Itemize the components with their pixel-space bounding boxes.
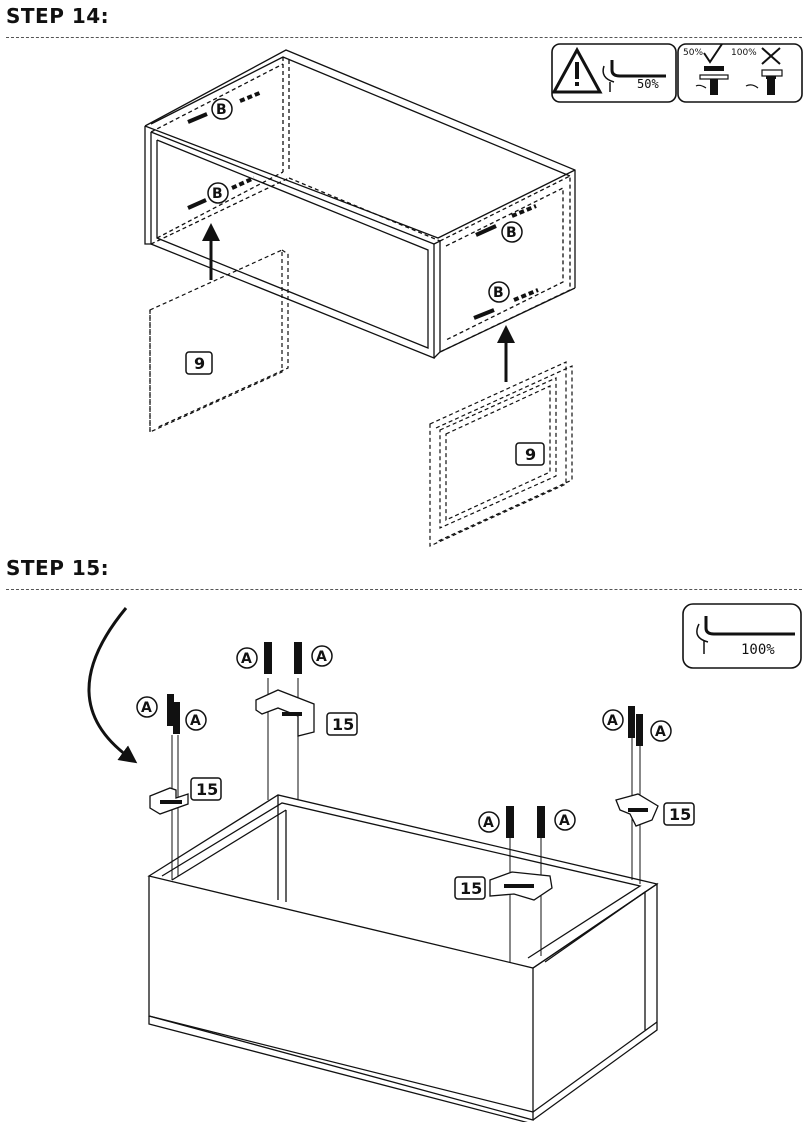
tighten-ok-label: 50% <box>683 48 703 58</box>
svg-text:9: 9 <box>194 354 205 373</box>
rotate-arrow <box>87 607 138 764</box>
tighten-bad-label: 100% <box>731 48 757 58</box>
screw-a-right-pair: A A <box>602 706 672 746</box>
panel-9-right-tag: 9 <box>515 442 545 466</box>
svg-text:A: A <box>483 815 494 831</box>
screw-over-tight-icon <box>745 69 783 95</box>
step-14-divider <box>6 37 802 38</box>
allen-key-rotate-icon <box>602 60 666 92</box>
bracket-15-back: 15 <box>255 689 358 737</box>
svg-text:15: 15 <box>669 805 691 824</box>
svg-text:A: A <box>241 651 252 667</box>
bracket-15-left: 15 <box>149 777 222 815</box>
allen-key-rotate-icon <box>696 616 795 654</box>
tighten-percent-label: 50% <box>637 77 659 91</box>
screw-b-group-2: B <box>187 176 255 210</box>
tool-hint-100-box: 100% <box>682 603 802 669</box>
svg-text:15: 15 <box>460 879 482 898</box>
svg-text:A: A <box>316 649 327 665</box>
bracket-15-right: 15 <box>615 793 695 827</box>
screw-b-label: B <box>506 225 517 241</box>
screw-b-label: B <box>212 186 223 202</box>
cabinet-frame-step14 <box>144 49 576 359</box>
svg-text:15: 15 <box>196 780 218 799</box>
step-15-title: STEP 15: <box>6 556 110 580</box>
panel-9-left-tag: 9 <box>185 351 213 375</box>
screw-b-group-3: B <box>475 204 537 243</box>
screw-b-group-4: B <box>473 281 539 320</box>
step-15-divider <box>6 589 802 590</box>
warning-triangle-icon <box>551 46 603 94</box>
checkmark-icon <box>703 43 723 64</box>
panel-9-left <box>149 249 289 433</box>
screw-half-tight-icon <box>695 66 729 95</box>
svg-text:A: A <box>559 813 570 829</box>
tool-hint-50-box: 50% <box>551 43 677 103</box>
svg-text:9: 9 <box>525 445 536 464</box>
svg-text:A: A <box>141 700 152 716</box>
screw-tightness-box: 50% 100% <box>677 43 803 103</box>
screw-b-label: B <box>493 285 504 301</box>
bracket-15-front: 15 <box>454 871 553 901</box>
svg-text:A: A <box>655 724 666 740</box>
step-14-title: STEP 14: <box>6 4 110 28</box>
screw-b-label: B <box>216 102 227 118</box>
panel-9-right <box>429 361 573 547</box>
tighten-full-label: 100% <box>741 642 775 658</box>
screw-a-back-pair: A A <box>236 642 333 674</box>
cross-icon <box>761 47 781 65</box>
svg-text:A: A <box>190 713 201 729</box>
svg-text:A: A <box>607 713 618 729</box>
svg-text:15: 15 <box>332 715 354 734</box>
screw-a-front-pair: A A <box>478 806 576 838</box>
screw-b-group-1: B <box>187 90 263 124</box>
cabinet-box-step15 <box>147 794 659 1122</box>
screw-a-left-pair: A A <box>136 694 207 734</box>
